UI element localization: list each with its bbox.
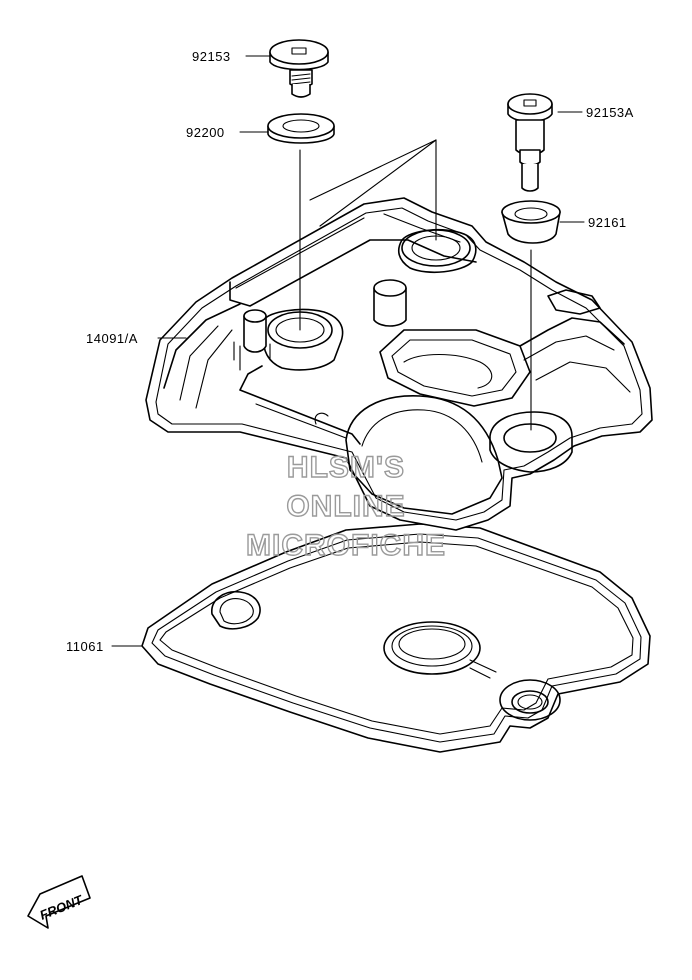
- watermark: HLSM'S ONLINE MICROFICHE: [245, 450, 446, 562]
- grommet-92161: [501, 200, 561, 244]
- gasket-11061: [141, 523, 651, 753]
- alignment-lines: [299, 139, 532, 431]
- label-92153: 92153: [192, 49, 231, 64]
- label-92200: 92200: [186, 125, 225, 140]
- front-arrow-icon: FRONT: [27, 875, 91, 929]
- label-92153a: 92153A: [586, 105, 634, 120]
- bolt-92153a: [507, 93, 553, 192]
- watermark-line-1: HLSM'S: [287, 451, 405, 484]
- label-14091a: 14091/A: [86, 331, 138, 346]
- bolt-92153: [269, 39, 329, 98]
- watermark-line-2: ONLINE: [286, 490, 405, 523]
- label-11061: 11061: [66, 639, 104, 654]
- label-92161: 92161: [588, 215, 627, 230]
- leader-lines: [111, 55, 585, 647]
- watermark-line-3: MICROFICHE: [246, 529, 446, 562]
- washer-92200: [267, 113, 335, 144]
- cylinder-head-cover-14091a: [145, 197, 653, 531]
